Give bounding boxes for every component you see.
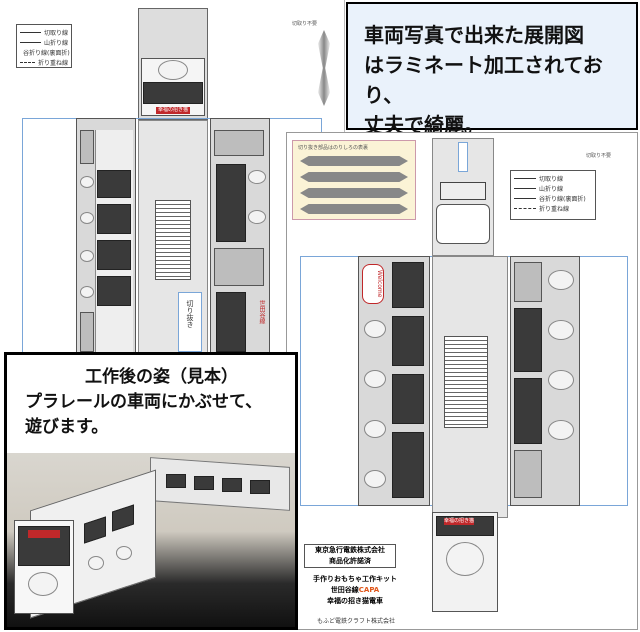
side-door (214, 130, 264, 156)
side-window (392, 374, 424, 424)
cat-face-icon (158, 60, 188, 80)
legend-label: 山折り線 (539, 185, 564, 193)
cat-face-icon (80, 286, 94, 298)
welcome-sign: Welcome (362, 264, 384, 304)
roof-vent (444, 336, 488, 428)
callout-sample-line2: プラレールの車両にかぶせて、 (25, 392, 263, 412)
callout-sample-line3: 遊びます。 (25, 417, 109, 437)
license-line1: 東京急行電鉄株式会社 (315, 546, 385, 554)
cat-face-icon (548, 320, 574, 340)
side-window (392, 262, 424, 308)
legend-label: 谷折り線(裏面折) (539, 195, 586, 203)
callout-laminate: 車両写真で出来た展開図 はラミネート加工されており、 丈夫で綺麗。 (346, 2, 638, 137)
callout-laminate-line1: 車両写真で出来た展開図 (364, 23, 584, 47)
left-legend: 切取り線 山折り線 谷折り線(裏面折) 折り重ね線 (16, 24, 72, 68)
left-corner-note: 切取り不要 (292, 21, 318, 27)
kit-title-line2b: CAPA (358, 586, 380, 594)
legend-label: 切取り線 (43, 29, 68, 37)
right-legend: 切取り線 山折り線 谷折り線(裏面折) 折り重ね線 (510, 170, 596, 220)
fold-tab-spike (318, 30, 330, 106)
cat-face-icon (248, 170, 266, 184)
cat-face-icon (80, 212, 94, 224)
kit-title-line3: 幸福の招き猫電車 (327, 597, 383, 605)
front-plate: 幸福の招き猫 (444, 518, 475, 525)
side-window (166, 474, 186, 488)
side-window (194, 476, 214, 490)
cat-face-icon (80, 176, 94, 188)
cat-face-icon (116, 546, 132, 560)
rear-panel (436, 204, 490, 244)
license-line2: 商品化許諾済 (329, 557, 371, 565)
side-door (514, 450, 542, 498)
kit-title: 手作りおもちゃ工作キット 世田谷線CAPA 幸福の招き猫電車 (300, 574, 410, 607)
spare-parts-note: 切り抜き部品はのりしろの表裏 (298, 145, 369, 151)
cat-face-icon (548, 370, 574, 390)
fold-strip (300, 172, 408, 182)
side-banner: 世田谷線 (258, 300, 265, 324)
fold-strip (300, 204, 408, 214)
pantograph (440, 182, 486, 200)
fold-strip (300, 156, 408, 166)
cat-face-icon (364, 320, 386, 338)
side-window (97, 170, 131, 198)
side-window (97, 240, 131, 270)
side-window (514, 378, 542, 444)
front-plate (28, 530, 60, 538)
right-corner-note: 切取り不要 (586, 153, 612, 159)
side-window (222, 478, 242, 492)
side-window (392, 316, 424, 366)
kit-title-line1: 手作りおもちゃ工作キット (313, 575, 397, 583)
callout-sample-line1: 工作後の姿（見本） (85, 367, 238, 387)
cat-face-icon (88, 556, 104, 570)
side-window (216, 164, 246, 242)
callout-sample: 工作後の姿（見本） プラレールの車両にかぶせて、 遊びます。 (7, 355, 295, 453)
legend-label: 折り重ね線 (539, 205, 570, 213)
cat-face-icon (248, 210, 266, 224)
side-window (216, 292, 246, 352)
cat-face-icon (364, 420, 386, 438)
legend-label: 山折り線 (43, 39, 68, 47)
cat-face-icon (28, 572, 58, 596)
legend-label: 谷折り線(裏面折) (23, 49, 70, 57)
side-window (250, 480, 270, 494)
side-window (97, 204, 131, 234)
legend-label: 切取り線 (539, 175, 564, 183)
cat-face-icon (446, 542, 484, 576)
fold-strip (300, 188, 408, 198)
maker-name: もふど電鉄クラフト株式会社 (316, 618, 395, 625)
front-plate: 幸福の招き猫 (156, 107, 190, 114)
front-window (143, 82, 203, 104)
cat-face-icon (364, 470, 386, 488)
side-door (514, 262, 542, 302)
side-window (392, 432, 424, 498)
legend-label: 折り重ね線 (37, 59, 68, 67)
side-door (80, 130, 94, 164)
cat-face-icon (548, 420, 574, 440)
side-door (214, 248, 264, 286)
cat-face-icon (364, 370, 386, 388)
side-door (80, 312, 94, 352)
cut-out-tab (178, 292, 202, 352)
kit-title-line2a: 世田谷線 (330, 586, 359, 594)
rear-tab (458, 142, 468, 172)
license-box: 東京急行電鉄株式会社 商品化許諾済 (304, 544, 396, 568)
roof-vent (155, 200, 191, 280)
cat-face-icon (80, 250, 94, 262)
cut-out-label: 切り抜き (186, 300, 194, 328)
callout-laminate-line2: はラミネート加工されており、 (364, 53, 603, 107)
cat-face-icon (548, 270, 574, 290)
side-window (514, 308, 542, 372)
side-window (97, 276, 131, 306)
